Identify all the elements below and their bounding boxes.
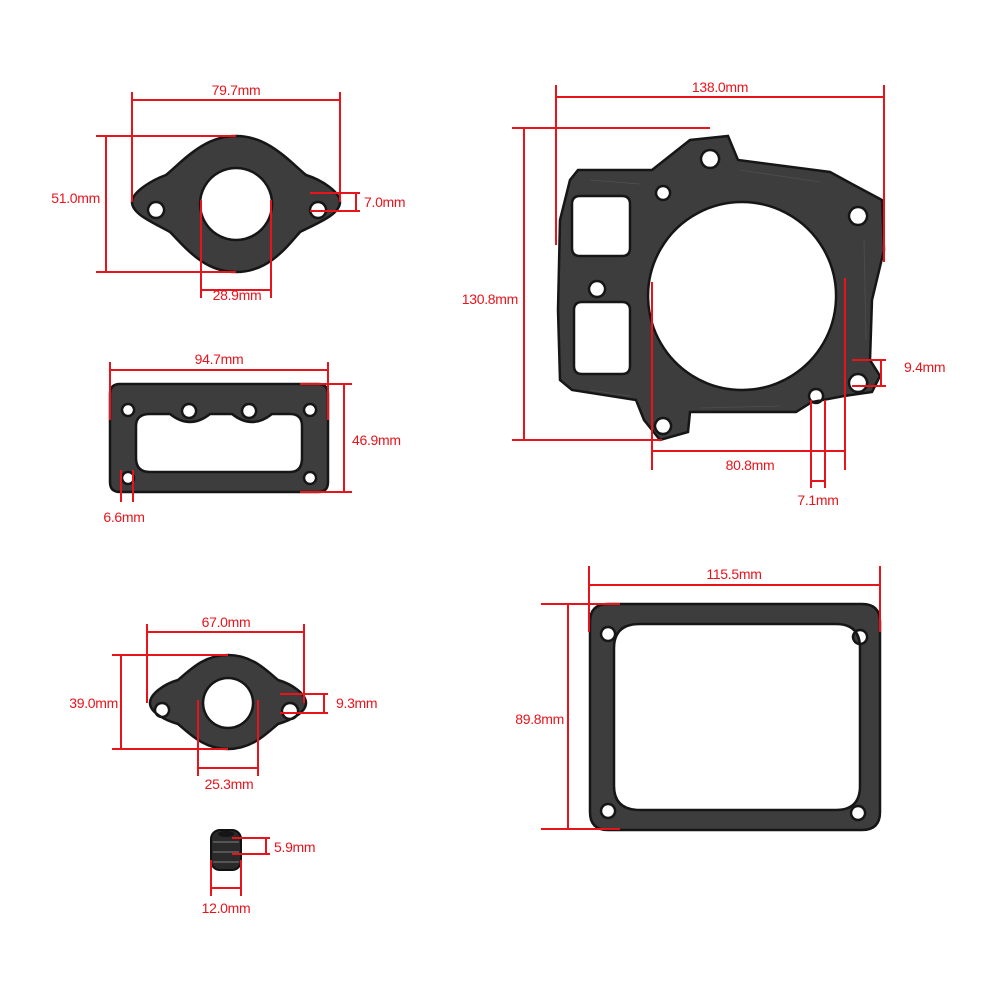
head-gasket-dimension-lines bbox=[512, 85, 886, 488]
carb-gasket-hole-label: 9.3mm bbox=[336, 695, 377, 711]
valve-cover-large-height-label: 89.8mm bbox=[515, 711, 564, 727]
head-gasket-hole-label: 9.4mm bbox=[904, 359, 945, 375]
head-gasket-width-label: 138.0mm bbox=[692, 79, 748, 95]
carb-gasket: 67.0mm 39.0mm 9.3mm 25.3mm bbox=[69, 614, 377, 792]
valve-seal: 5.9mm 12.0mm bbox=[202, 829, 316, 916]
carb-gasket-body bbox=[148, 653, 308, 751]
head-gasket: 138.0mm 130.8mm 9.4mm 80.8mm 7.1mm bbox=[462, 79, 946, 508]
valve-cover-large-gasket: 115.5mm 89.8mm bbox=[515, 566, 882, 832]
head-gasket-texture bbox=[589, 169, 867, 409]
valve-seal-diameter-label: 12.0mm bbox=[202, 900, 251, 916]
intake-gasket-height-label: 51.0mm bbox=[51, 190, 100, 206]
intake-gasket-hole-label: 7.0mm bbox=[364, 194, 405, 210]
carb-gasket-dimension-lines bbox=[112, 624, 328, 776]
head-gasket-small-hole-label: 7.1mm bbox=[797, 492, 838, 508]
valve-cover-small-dimension-lines bbox=[109, 362, 352, 502]
intake-gasket-bore-label: 28.9mm bbox=[213, 287, 262, 303]
intake-gasket-width-label: 79.7mm bbox=[212, 82, 261, 98]
valve-cover-small-gasket-body bbox=[108, 382, 330, 494]
valve-seal-dimension-lines bbox=[210, 837, 270, 896]
intake-gasket-body bbox=[130, 134, 342, 274]
carb-gasket-width-label: 67.0mm bbox=[202, 614, 251, 630]
head-gasket-height-label: 130.8mm bbox=[462, 291, 518, 307]
valve-cover-large-gasket-body bbox=[588, 602, 882, 832]
carb-gasket-bore-label: 25.3mm bbox=[205, 776, 254, 792]
valve-cover-large-dimension-lines bbox=[541, 566, 881, 830]
valve-cover-small-hole-label: 6.6mm bbox=[103, 509, 144, 525]
valve-cover-small-height-label: 46.9mm bbox=[352, 432, 401, 448]
head-gasket-bore-label: 80.8mm bbox=[726, 457, 775, 473]
valve-cover-small-gasket: 94.7mm 46.9mm 6.6mm bbox=[103, 351, 401, 525]
intake-gasket-dimension-lines bbox=[96, 92, 360, 298]
intake-gasket: 79.7mm 51.0mm 7.0mm 28.9mm bbox=[51, 82, 405, 303]
valve-seal-body bbox=[210, 829, 242, 871]
carb-gasket-height-label: 39.0mm bbox=[69, 695, 118, 711]
valve-cover-large-width-label: 115.5mm bbox=[706, 566, 761, 582]
valve-cover-small-width-label: 94.7mm bbox=[195, 351, 244, 367]
valve-seal-height-label: 5.9mm bbox=[274, 839, 315, 855]
valve-seal-opening bbox=[218, 831, 234, 837]
